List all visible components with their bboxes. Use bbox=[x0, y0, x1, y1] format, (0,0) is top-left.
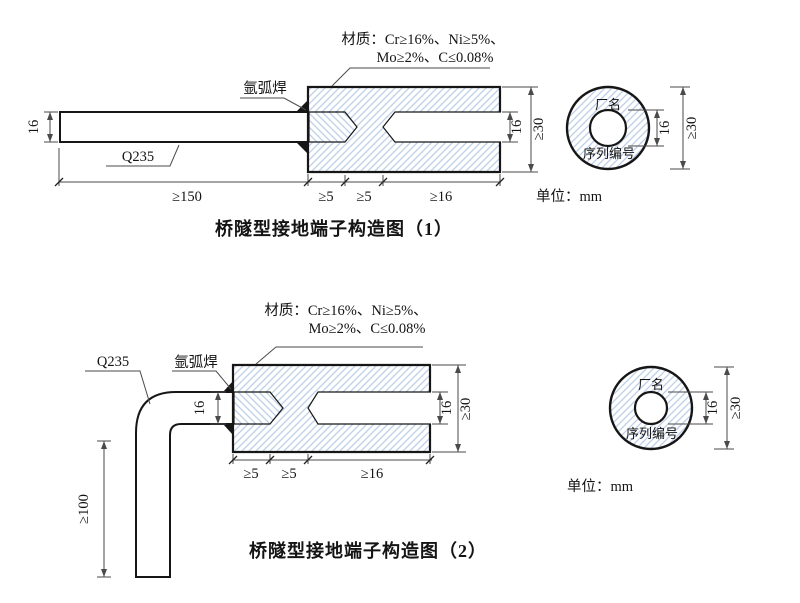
fig1-terminal-block-outline bbox=[306, 85, 502, 174]
fig2-end-dim-outer-label: ≥30 bbox=[728, 397, 744, 419]
fig1-rod-material-label: Q235 bbox=[122, 149, 154, 165]
arrow-down-icon bbox=[724, 441, 730, 449]
arrow-down-icon bbox=[215, 416, 221, 424]
arrow-down-icon bbox=[101, 569, 107, 577]
fig2-dimensions: 16 ≥100 ≥5 ≥5 ≥16 16 ≥30 bbox=[76, 364, 474, 578]
fig1-end-dim-outer-lines bbox=[670, 86, 690, 170]
fig2-weld-leader-line bbox=[172, 370, 232, 390]
arrow-up-icon bbox=[703, 392, 709, 400]
fig1-end-dim-outer-label: ≥30 bbox=[684, 117, 700, 139]
fig2-annotations: 材质：Cr≥16%、Ni≥5%、 Mo≥2%、C≤0.08% 氩弧焊 Q235 bbox=[85, 302, 428, 405]
arrow-up-icon bbox=[455, 365, 461, 373]
fig1-caption: 桥隧型接地端子构造图（1） bbox=[215, 218, 453, 239]
fig1-dim-wall-label: ≥5 bbox=[356, 189, 371, 205]
fig1-dim-hole-depth-label: ≥16 bbox=[430, 189, 452, 205]
fig2-end-view: 厂名 序列编号 16 ≥30 bbox=[608, 365, 744, 451]
fig1-weld-leader-line bbox=[240, 97, 307, 111]
fig2-dim-leg-length-label: ≥100 bbox=[76, 494, 92, 524]
arrow-up-icon bbox=[724, 367, 730, 375]
fig1-dim-body-height-lines bbox=[502, 86, 538, 173]
fig2-bent-rod-outline bbox=[135, 391, 234, 578]
arrow-up-icon bbox=[507, 112, 513, 120]
fig1-annotations: 材质：Cr≥16%、Ni≥5%、 Mo≥2%、C≤0.08% 氩弧焊 Q235 bbox=[106, 31, 505, 167]
fig1-rod-insert bbox=[308, 111, 358, 143]
arrow-down-icon bbox=[507, 134, 513, 142]
fig2-dim-leg-length-lines bbox=[97, 440, 111, 578]
arrow-up-icon bbox=[680, 87, 686, 95]
fig2-material-leader-line bbox=[255, 346, 423, 365]
fig1-material-leader-line bbox=[331, 67, 490, 87]
fig2-dim-wall-label: ≥5 bbox=[281, 466, 296, 482]
arrow-up-icon bbox=[101, 441, 107, 449]
fig1-unit-note: 单位：mm bbox=[536, 188, 603, 205]
fig2-unit-note: 单位：mm bbox=[567, 478, 634, 495]
fig2-dim-chain-ticks bbox=[228, 455, 435, 465]
arrow-down-icon bbox=[703, 416, 709, 424]
fig1-end-view-serial-label: 序列编号 bbox=[583, 146, 635, 161]
fig1-weld-label: 氩弧焊 bbox=[243, 80, 287, 97]
fig2-end-dim-hole-label: 16 bbox=[705, 401, 721, 416]
fig1-material-note-line1: 材质：Cr≥16%、Ni≥5%、 bbox=[341, 31, 504, 48]
arrow-up-icon bbox=[654, 110, 660, 118]
fig2-caption: 桥隧型接地端子构造图（2） bbox=[249, 540, 487, 561]
fig2-dim-hole-height-label: 16 bbox=[439, 401, 455, 416]
figure-1: 材质：Cr≥16%、Ni≥5%、 Mo≥2%、C≤0.08% 氩弧焊 Q235 … bbox=[26, 31, 700, 239]
fig2-dim-body-height-label: ≥30 bbox=[458, 398, 474, 420]
fig2-dim-hole-depth-label: ≥16 bbox=[361, 466, 383, 482]
fig1-dim-body-height-label: ≥30 bbox=[531, 118, 547, 140]
arrow-down-icon bbox=[528, 164, 534, 172]
fig2-dim-insert-depth-label: ≥5 bbox=[243, 466, 258, 482]
fig1-rod-material-leader-line bbox=[106, 144, 180, 167]
fig2-material-note-line1: 材质：Cr≥16%、Ni≥5%、 bbox=[264, 302, 427, 319]
arrow-up-icon bbox=[437, 392, 443, 400]
fig1-end-view-hole-circle bbox=[588, 108, 628, 148]
fig1-dim-rod-height-label: 16 bbox=[26, 120, 42, 135]
fig2-side-view bbox=[135, 363, 432, 578]
fig2-end-view-serial-label: 序列编号 bbox=[626, 426, 678, 441]
fig1-weld-fillet-bottom bbox=[296, 142, 308, 154]
arrow-up-icon bbox=[47, 112, 53, 120]
fig2-weld-fillet-bottom bbox=[223, 424, 233, 435]
fig1-dimensions: 16 ≥150 ≥5 ≥5 ≥16 16 ≥30 bbox=[26, 86, 547, 205]
arrow-down-icon bbox=[437, 416, 443, 424]
fig2-weld-fillet-top bbox=[223, 381, 233, 392]
fig2-weld-label: 氩弧焊 bbox=[174, 354, 218, 371]
fig1-end-dim-hole-label: 16 bbox=[657, 121, 673, 136]
fig2-dim-rod-height-label: 16 bbox=[192, 401, 208, 416]
fig2-end-dim-outer-lines bbox=[714, 366, 734, 450]
figure-2: 材质：Cr≥16%、Ni≥5%、 Mo≥2%、C≤0.08% 氩弧焊 Q235 … bbox=[76, 302, 744, 578]
fig2-terminal-block-outline bbox=[231, 363, 432, 454]
fig1-dim-insert-depth-label: ≥5 bbox=[318, 189, 333, 205]
arrow-up-icon bbox=[528, 87, 534, 95]
fig1-end-view-factory-label: 厂名 bbox=[595, 97, 621, 112]
fig2-dim-chain-lines bbox=[232, 454, 432, 464]
fig1-dim-chain-lines bbox=[58, 148, 501, 186]
fig2-rod-material-leader-line bbox=[85, 370, 151, 405]
fig1-material-note-line2: Mo≥2%、C≤0.08% bbox=[376, 50, 493, 66]
fig1-dim-rod-length-label: ≥150 bbox=[172, 189, 202, 205]
fig2-rod-insert bbox=[233, 391, 284, 425]
arrow-down-icon bbox=[47, 134, 53, 142]
fig1-dim-hole-height-label: 16 bbox=[509, 120, 525, 135]
fig1-end-view: 厂名 序列编号 16 ≥30 bbox=[565, 85, 700, 171]
fig1-threaded-hole bbox=[382, 111, 501, 143]
fig1-dim-chain-ticks bbox=[54, 177, 505, 187]
fig2-threaded-hole bbox=[307, 391, 431, 425]
arrow-down-icon bbox=[680, 161, 686, 169]
arrow-up-icon bbox=[215, 392, 221, 400]
fig2-rod-material-label: Q235 bbox=[97, 354, 129, 370]
arrow-down-icon bbox=[455, 444, 461, 452]
fig2-material-note-line2: Mo≥2%、C≤0.08% bbox=[308, 321, 425, 337]
fig1-side-view bbox=[59, 85, 502, 174]
fig2-dim-body-height-lines bbox=[432, 364, 466, 453]
fig1-rod-outline bbox=[59, 111, 309, 143]
fig2-end-view-hole-circle bbox=[633, 390, 669, 426]
arrow-down-icon bbox=[654, 138, 660, 146]
fig2-end-view-factory-label: 厂名 bbox=[638, 377, 664, 392]
